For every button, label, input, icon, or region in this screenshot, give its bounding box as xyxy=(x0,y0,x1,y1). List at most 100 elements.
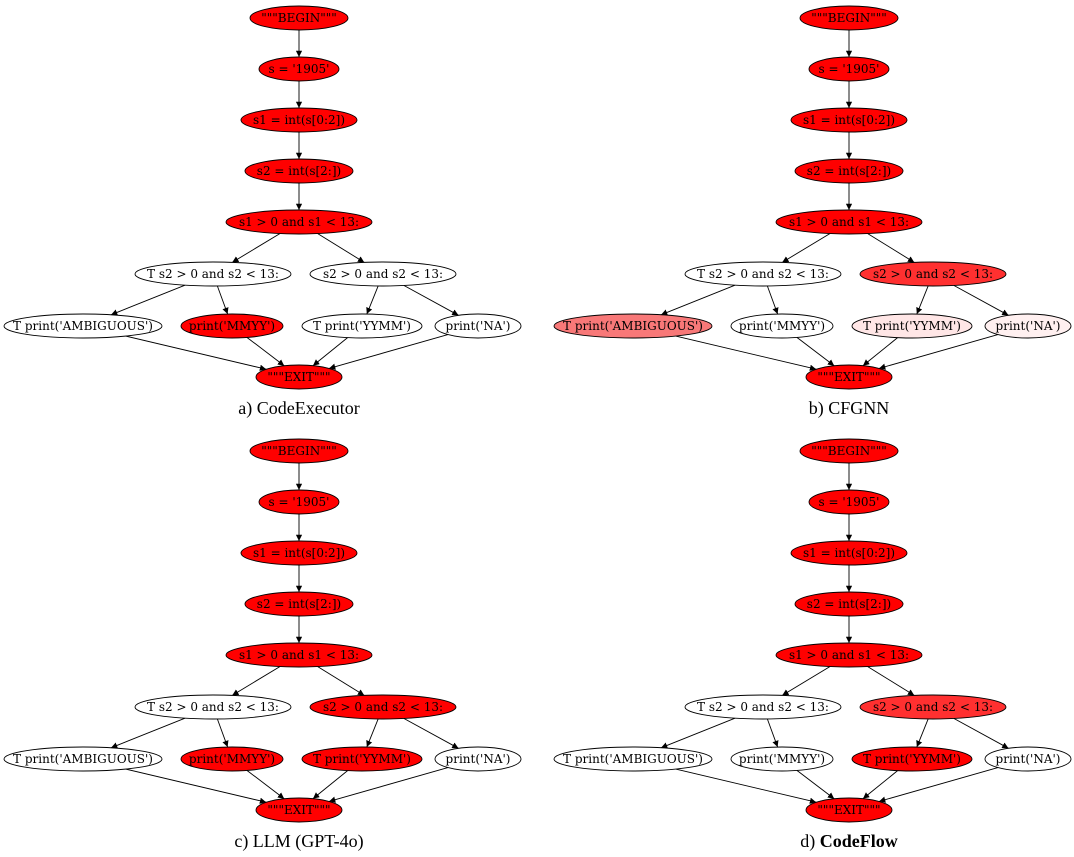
node-begin: """BEGIN""" xyxy=(799,5,899,31)
node-s-shape xyxy=(258,489,340,515)
node-yymm-label: T print('YYMM') xyxy=(863,319,961,333)
panel-caption-text: a) CodeExecutor xyxy=(238,398,359,419)
node-yymm: T print('YYMM') xyxy=(301,313,423,339)
node-mmyy-shape xyxy=(730,313,834,339)
node-cond2-shape xyxy=(859,694,1007,720)
node-cond2-label: s2 > 0 and s2 < 13: xyxy=(873,700,993,714)
node-cond2-label: s2 > 0 and s2 < 13: xyxy=(873,267,993,281)
node-cond1: s1 > 0 and s1 < 13: xyxy=(225,642,373,668)
node-exit-shape xyxy=(805,797,893,823)
edge-ambiguous-to-exit xyxy=(125,335,267,371)
edge-t_cond2-to-mmyy xyxy=(766,285,779,315)
node-begin-shape xyxy=(799,5,899,31)
edge-t_cond2-to-ambiguous xyxy=(110,284,186,316)
node-s: s = '1905' xyxy=(258,56,340,82)
node-begin-shape xyxy=(249,438,349,464)
edge-t_cond2-to-mmyy xyxy=(216,285,229,315)
panel-caption-text: b) CFGNN xyxy=(809,398,890,419)
node-s1-label: s1 = int(s[0:2]) xyxy=(803,546,895,560)
node-ambiguous: T print('AMBIGUOUS') xyxy=(3,313,163,339)
node-begin-label: """BEGIN""" xyxy=(811,444,887,458)
node-cond2: s2 > 0 and s2 < 13: xyxy=(859,694,1007,720)
node-ambiguous: T print('AMBIGUOUS') xyxy=(3,746,163,772)
edge-cond2-to-yymm xyxy=(916,285,929,315)
node-na: print('NA') xyxy=(434,313,522,339)
node-ambiguous-label: T print('AMBIGUOUS') xyxy=(563,319,703,333)
node-s1-label: s1 = int(s[0:2]) xyxy=(803,113,895,127)
node-begin: """BEGIN""" xyxy=(249,438,349,464)
cfg-panel-b: """BEGIN""" s = '1905' s1 = int(s[0:2]) s2 … xyxy=(553,5,1072,419)
edge-cond1-to-t_cond2 xyxy=(232,233,281,263)
node-t_cond2: T s2 > 0 and s2 < 13: xyxy=(684,261,842,287)
edge-t_cond2-to-mmyy xyxy=(216,718,229,748)
edge-cond1-to-cond2 xyxy=(867,233,915,263)
node-cond1-label: s1 > 0 and s1 < 13: xyxy=(789,215,909,229)
edge-cond1-to-t_cond2 xyxy=(782,666,831,696)
node-s2-label: s2 = int(s[2:]) xyxy=(807,597,891,611)
node-t_cond2-label: T s2 > 0 and s2 < 13: xyxy=(147,267,279,281)
panel-caption-bold-text: CodeFlow xyxy=(820,831,898,851)
node-t_cond2-shape xyxy=(134,694,292,720)
node-begin: """BEGIN""" xyxy=(799,438,899,464)
node-cond2: s2 > 0 and s2 < 13: xyxy=(309,694,457,720)
node-exit-shape xyxy=(255,797,343,823)
node-cond1-shape xyxy=(225,209,373,235)
edge-cond2-to-na xyxy=(403,718,459,749)
node-mmyy-label: print('MMYY') xyxy=(189,319,275,333)
panel-caption-text: c) LLM (GPT-4o) xyxy=(234,831,363,852)
node-s2-label: s2 = int(s[2:]) xyxy=(807,164,891,178)
node-s1: s1 = int(s[0:2]) xyxy=(240,107,358,133)
node-s-label: s = '1905' xyxy=(269,62,330,76)
node-begin-label: """BEGIN""" xyxy=(811,11,887,25)
node-s2-shape xyxy=(794,158,904,184)
node-t_cond2: T s2 > 0 and s2 < 13: xyxy=(134,694,292,720)
node-mmyy-label: print('MMYY') xyxy=(189,752,275,766)
node-s2-shape xyxy=(244,591,354,617)
node-exit-label: """EXIT""" xyxy=(817,370,880,384)
node-cond1-label: s1 > 0 and s1 < 13: xyxy=(239,648,359,662)
node-s-label: s = '1905' xyxy=(819,495,880,509)
node-yymm: T print('YYMM') xyxy=(851,746,973,772)
node-cond1-shape xyxy=(225,642,373,668)
panel-caption: a) CodeExecutor xyxy=(238,398,359,419)
edge-na-to-exit xyxy=(328,767,449,803)
node-s2: s2 = int(s[2:]) xyxy=(244,158,354,184)
edge-na-to-exit xyxy=(878,767,999,803)
node-mmyy-label: print('MMYY') xyxy=(739,752,825,766)
node-cond2-shape xyxy=(859,261,1007,287)
node-exit-shape xyxy=(255,364,343,390)
edge-na-to-exit xyxy=(878,334,999,370)
panel-caption-text: d) xyxy=(800,831,820,852)
edge-cond2-to-na xyxy=(403,285,459,316)
edge-cond1-to-t_cond2 xyxy=(232,666,281,696)
node-exit-shape xyxy=(805,364,893,390)
node-mmyy: print('MMYY') xyxy=(180,313,284,339)
node-na-shape xyxy=(434,313,522,339)
edge-t_cond2-to-ambiguous xyxy=(110,717,186,749)
node-s1-shape xyxy=(240,540,358,566)
edge-ambiguous-to-exit xyxy=(675,335,817,371)
node-s-shape xyxy=(808,56,890,82)
node-cond2-shape xyxy=(309,694,457,720)
node-na: print('NA') xyxy=(984,746,1072,772)
node-cond2: s2 > 0 and s2 < 13: xyxy=(859,261,1007,287)
node-ambiguous-shape xyxy=(3,746,163,772)
node-begin-label: """BEGIN""" xyxy=(261,11,337,25)
node-s-shape xyxy=(808,489,890,515)
edge-cond2-to-na xyxy=(953,285,1009,316)
node-s1-shape xyxy=(790,107,908,133)
node-yymm: T print('YYMM') xyxy=(851,313,973,339)
node-begin: """BEGIN""" xyxy=(249,5,349,31)
node-mmyy: print('MMYY') xyxy=(730,313,834,339)
node-s2-label: s2 = int(s[2:]) xyxy=(257,164,341,178)
node-mmyy-label: print('MMYY') xyxy=(739,319,825,333)
node-mmyy-shape xyxy=(180,746,284,772)
node-mmyy: print('MMYY') xyxy=(180,746,284,772)
node-ambiguous: T print('AMBIGUOUS') xyxy=(553,313,713,339)
cfg-panel-c: """BEGIN"""s = '1905's1 = int(s[0:2])s2 … xyxy=(3,438,522,852)
node-cond2-label: s2 > 0 and s2 < 13: xyxy=(323,267,443,281)
node-s-shape xyxy=(258,56,340,82)
node-t_cond2-label: T s2 > 0 and s2 < 13: xyxy=(697,700,829,714)
node-s-label: s = '1905' xyxy=(819,62,880,76)
